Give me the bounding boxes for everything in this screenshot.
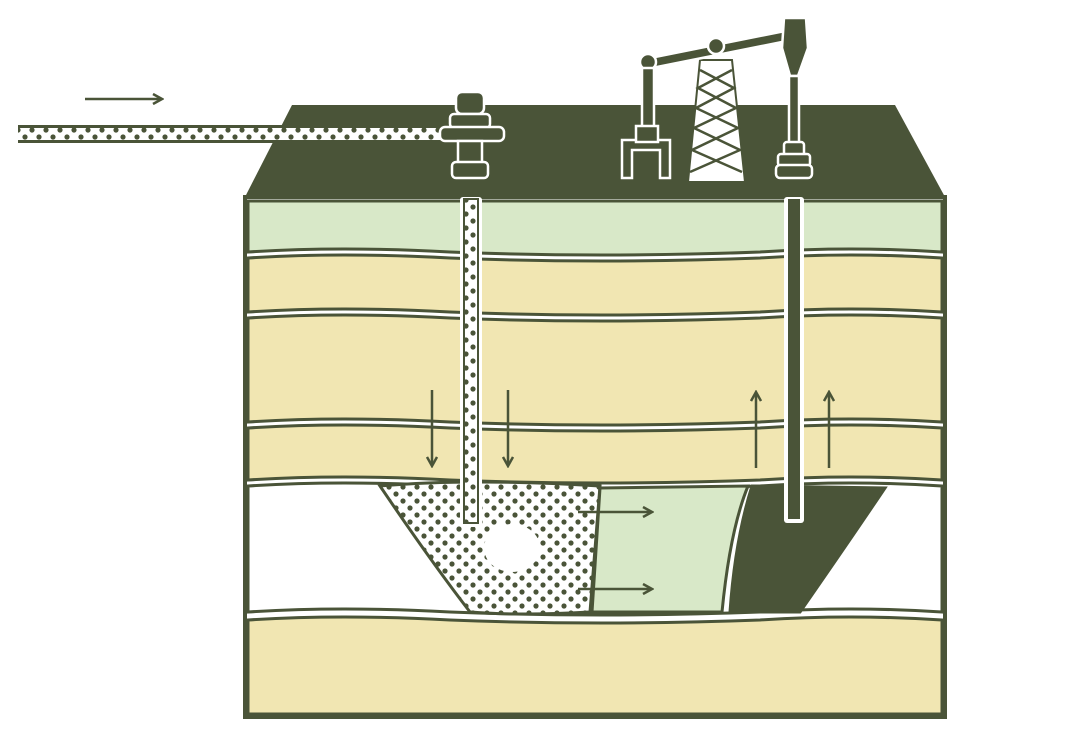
pumpjack-tower-bracing	[689, 68, 743, 174]
injection-wellhead-icon	[438, 90, 506, 180]
pumpjack-icon	[620, 16, 814, 183]
ground-surface	[245, 105, 945, 197]
stratum-sand-bottom	[246, 615, 944, 716]
flow-arrows	[432, 390, 829, 589]
pumpjack-horsehead	[780, 16, 810, 78]
oil-bank-zone	[728, 484, 888, 614]
pumpjack-base	[620, 138, 672, 180]
stratum-sand-1	[246, 253, 944, 317]
stratum-sand-2	[246, 313, 944, 427]
water-bank-zone	[590, 484, 751, 614]
injection-well-fill	[463, 198, 479, 524]
pipeline-fill	[18, 128, 458, 140]
production-well-fill	[788, 199, 800, 519]
production-well	[784, 197, 804, 523]
injection-well	[460, 197, 482, 527]
stratum-sand-3	[246, 423, 944, 485]
surface-pipeline	[18, 125, 458, 143]
stratum-green-top	[246, 199, 944, 257]
injection-bubble	[484, 524, 540, 572]
strata	[246, 199, 944, 716]
